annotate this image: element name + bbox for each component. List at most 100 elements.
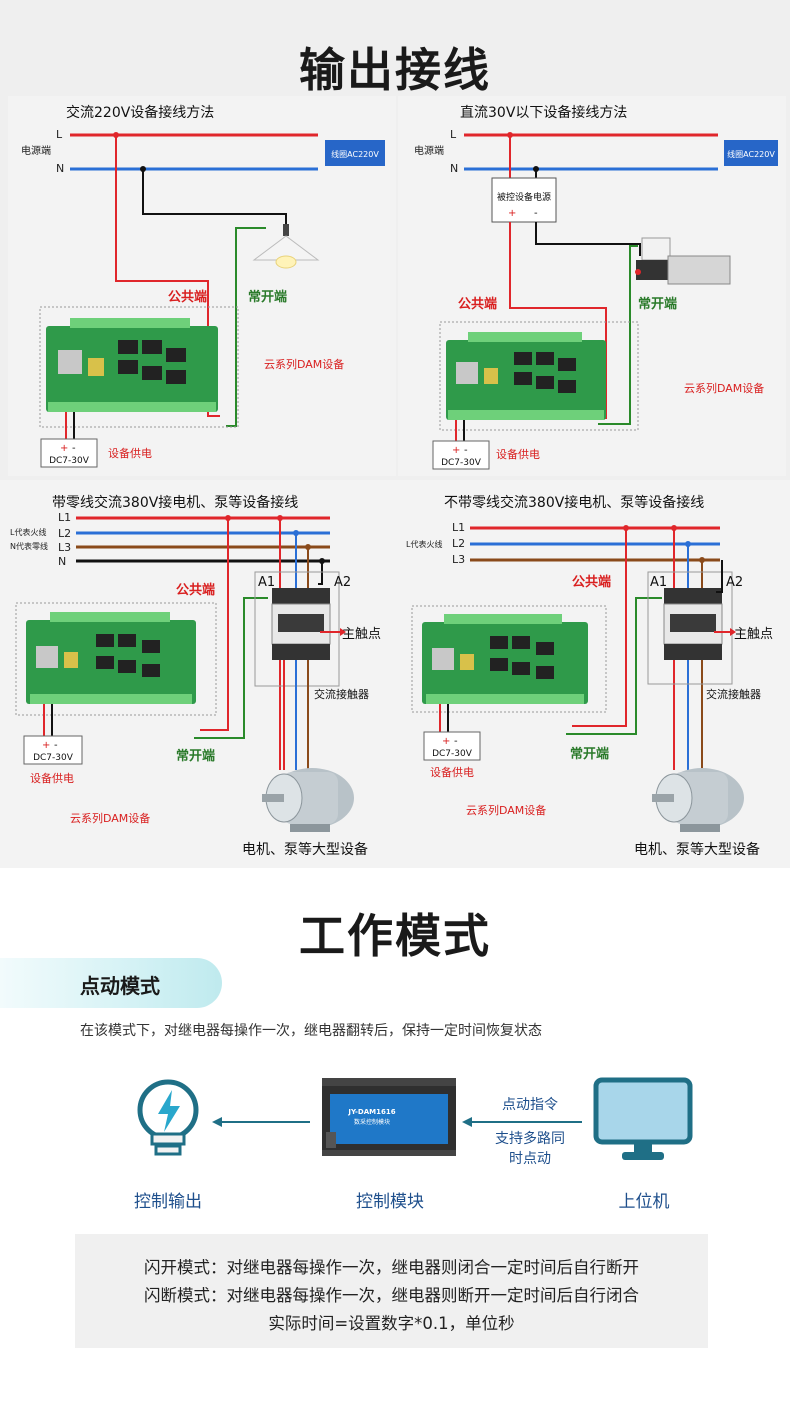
lamp-icon: [252, 224, 320, 269]
l2-label: L2: [452, 537, 465, 550]
no-label: 常开端: [638, 296, 677, 312]
panel-title: 直流30V以下设备接线方法: [460, 105, 628, 121]
device-label: 云系列DAM设备: [466, 803, 546, 817]
device-outline: [411, 605, 607, 713]
psu-box: [40, 438, 98, 468]
flow-arrowhead-in: [462, 1117, 472, 1127]
wire-common: [200, 518, 229, 731]
wire-neutral-lamp: [142, 169, 287, 226]
psu-plus: +: [452, 445, 460, 456]
psu-label: DC7-30V: [33, 753, 74, 763]
contactor-label: 交流接触器: [314, 687, 369, 701]
panel-ac380-neutral: 带零线交流380V接电机、泵等设备接线 L1 L2 L3 N L代表火线 N代表…: [0, 480, 396, 868]
wire-no: [226, 227, 266, 427]
ac380-diagram: L1 L2 L3 L代表火线 公共端 常开端 A1 A2 主触点 交流接触器: [406, 521, 773, 858]
section-title-mode: 工作模式: [299, 909, 491, 963]
supply-label: 设备供电: [496, 447, 540, 461]
section-title-wiring: 输出接线: [299, 43, 491, 97]
wire-common: [572, 528, 627, 727]
psu-label: DC7-30V: [49, 456, 90, 466]
psu-label: DC7-30V: [432, 749, 473, 759]
coil-tag: [724, 140, 778, 166]
info-line-2: 闪断模式：对继电器每操作一次，继电器则断开一定时间后自行闭合: [144, 1286, 639, 1305]
n-label: N: [58, 555, 66, 568]
ac380n-diagram: L1 L2 L3 N L代表火线 N代表零线 公共端 常开端 A1 A2: [10, 511, 381, 858]
no-label: 常开端: [570, 746, 609, 762]
motor-icon: [652, 768, 744, 832]
l2-label: L2: [58, 527, 71, 540]
mode-description: 在该模式下，对继电器每操作一次，继电器翻转后，保持一定时间恢复状态: [80, 1023, 542, 1039]
device-label: 云系列DAM设备: [264, 357, 344, 371]
panel-ac220: 交流220V设备接线方法 L 电源端 N 线圈AC220V 公共端 常开端: [8, 96, 396, 476]
info-line-1: 闪开模式：对继电器每操作一次，继电器则闭合一定时间后自行断开: [144, 1258, 639, 1277]
device-label: 云系列DAM设备: [684, 381, 764, 395]
supply-label: 设备供电: [108, 446, 152, 460]
host-label: 上位机: [618, 1192, 670, 1212]
psu-box: [423, 731, 481, 761]
a2-label: A2: [726, 575, 743, 590]
device-outline: [439, 321, 639, 431]
motor-icon: [262, 768, 354, 832]
note-neutral: N代表零线: [10, 541, 48, 551]
monitor-icon: [593, 1077, 693, 1160]
main-contact-arrowhead: [730, 628, 736, 636]
psu-minus: -: [72, 443, 76, 454]
psu-plus: +: [60, 443, 68, 454]
motor-label: 电机、泵等大型设备: [242, 841, 368, 858]
psu-plus: +: [42, 740, 50, 751]
a2-label: A2: [334, 575, 351, 590]
line-l-label: L: [56, 128, 63, 141]
no-label: 常开端: [176, 748, 215, 764]
control-module-icon: [322, 1078, 456, 1156]
panel-ac380: 不带零线交流380V接电机、泵等设备接线 L1 L2 L3 L代表火线 公共端 …: [396, 480, 790, 868]
info-box: 闪开模式：对继电器每操作一次，继电器则闭合一定时间后自行断开 闪断模式：对继电器…: [75, 1234, 708, 1348]
psu-minus: -: [464, 445, 468, 456]
relay-board-icon: [422, 614, 588, 704]
line-n-label: N: [450, 162, 458, 175]
power-label: 电源端: [414, 144, 444, 157]
wire-no: [598, 245, 638, 425]
wire-common: [115, 135, 220, 417]
wire-a2: [716, 560, 723, 593]
mode-tab-label: 点动模式: [80, 974, 160, 998]
common-label: 公共端: [458, 296, 497, 312]
contactor-outline: [647, 571, 733, 685]
module-label: 控制模块: [356, 1192, 424, 1212]
panel-title: 交流220V设备接线方法: [66, 105, 215, 121]
dc30-diagram: L 电源端 N 线圈AC220V 被控设备电源 + - 公共端 常开端: [414, 128, 778, 470]
main-contact-label: 主触点: [734, 627, 773, 642]
controlled-power-box: [491, 177, 557, 223]
motor-label: 电机、泵等大型设备: [634, 841, 760, 858]
common-label: 公共端: [572, 574, 611, 590]
panel-dc30: 直流30V以下设备接线方法 L 电源端 N 线圈AC220V 被控设备电源 + …: [398, 96, 786, 476]
supply-label: 设备供电: [30, 771, 74, 785]
relay-board-icon: [446, 332, 606, 420]
module-subtitle: 数采控制模块: [354, 1118, 390, 1126]
cp-plus: +: [508, 208, 516, 219]
main-contact-arrowhead: [340, 628, 346, 636]
supply-label: 设备供电: [430, 765, 474, 779]
coil-tag-text: 线圈AC220V: [727, 149, 775, 159]
device-outline: [15, 602, 217, 716]
cmd-label-2: 支持多路同: [495, 1131, 565, 1147]
wire-no: [194, 597, 268, 739]
psu-plus: +: [442, 736, 450, 747]
common-label: 公共端: [168, 289, 207, 305]
coil-tag: [325, 140, 385, 166]
l3-label: L3: [58, 541, 71, 554]
power-label: 电源端: [21, 144, 51, 157]
module-model: JY-DAM1616: [347, 1108, 395, 1116]
info-line-3: 实际时间=设置数字*0.1，单位秒: [268, 1314, 515, 1333]
valve-icon: [635, 237, 731, 285]
coil-tag-text: 线圈AC220V: [331, 149, 379, 159]
cp-minus: -: [534, 208, 538, 219]
relay-board-icon: [46, 318, 218, 412]
ac220-diagram: L 电源端 N 线圈AC220V 公共端 常开端: [21, 128, 385, 468]
flow-arrowhead-out: [212, 1117, 222, 1127]
l1-label: L1: [58, 511, 71, 524]
mode-tab: 点动模式: [0, 958, 222, 1008]
wire-no: [566, 597, 662, 735]
contactor-icon: [663, 588, 723, 660]
cmd-label-1: 点动指令: [502, 1097, 558, 1113]
output-label: 控制输出: [134, 1192, 202, 1212]
